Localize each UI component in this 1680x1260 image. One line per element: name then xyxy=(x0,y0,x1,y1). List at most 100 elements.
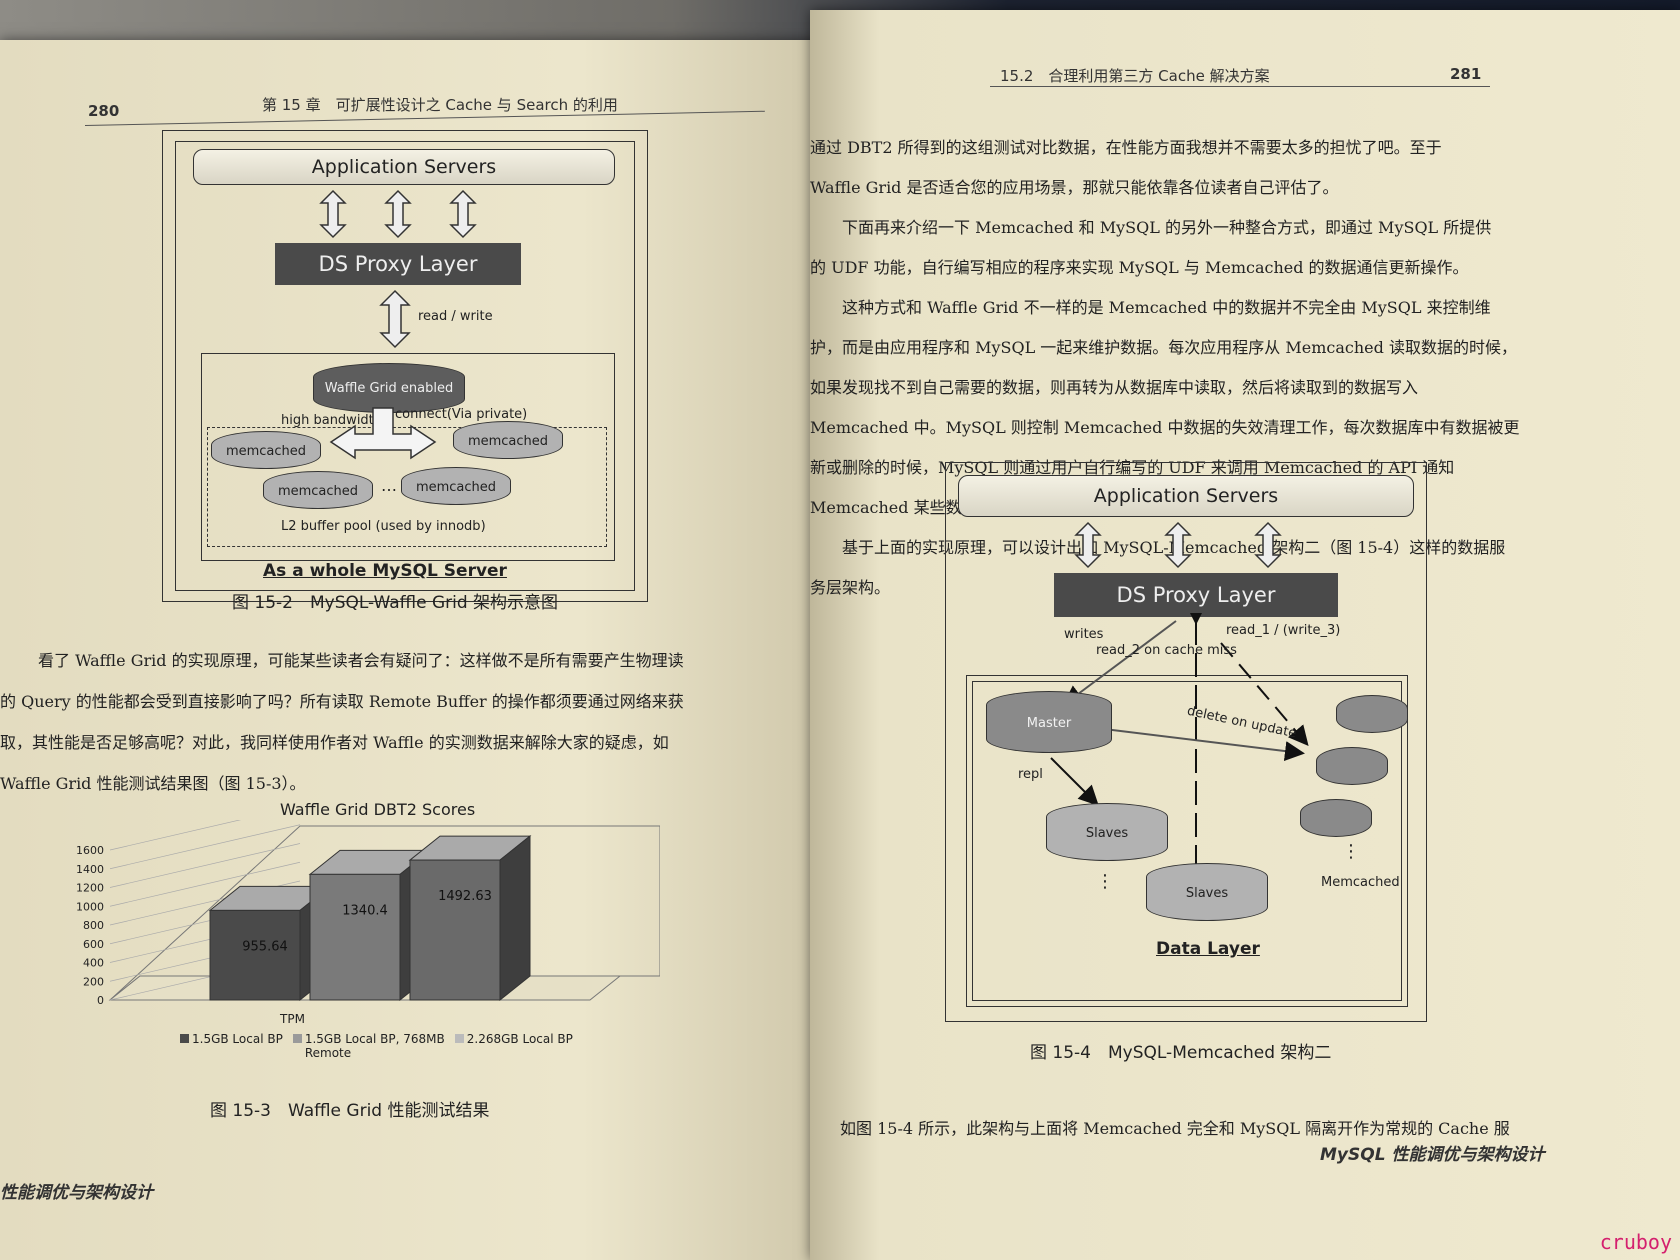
chart-data-label: 1492.63 xyxy=(438,889,492,904)
right-paragraph-line-2: Waffle Grid 是否适合您的应用场景，那就只能依靠各位读者自己评估了。 xyxy=(810,178,1339,197)
legend-swatch-2 xyxy=(292,1034,302,1043)
legend-text-3: 2.268GB Local BP xyxy=(466,1032,573,1046)
chart-ytick-label: 200 xyxy=(83,975,104,988)
legend-text-2b: Remote xyxy=(304,1046,352,1060)
memcached-node-b xyxy=(1316,747,1388,785)
memcached-node-2: memcached xyxy=(453,421,563,459)
chart-ytick-label: 800 xyxy=(83,919,104,932)
chart-ytick-label: 1200 xyxy=(76,882,104,895)
network-arrow-icon xyxy=(329,407,437,460)
l2-pool-label: L2 buffer pool (used by innodb) xyxy=(281,519,486,534)
chart-ytick-label: 1600 xyxy=(76,844,104,857)
proxy-layer-box: DS Proxy Layer xyxy=(275,243,521,285)
chart-bar-side xyxy=(499,835,531,1002)
legend-text-1: 1.5GB Local BP xyxy=(192,1032,283,1046)
read-write-label: read / write xyxy=(418,309,493,324)
legend-item-3: 2.268GB Local BP xyxy=(454,1032,573,1060)
app-servers-box: Application Servers xyxy=(193,149,615,185)
high-bandwidth-label: high bandwidth xyxy=(281,413,383,428)
master-db: Master xyxy=(986,691,1112,753)
figure-15-2: Application Servers DS Proxy Layer read … xyxy=(162,130,648,602)
writes-label: writes xyxy=(1064,627,1104,642)
right-paragraph-line-4: 的 UDF 功能，自行编写相应的程序来实现 MySQL 与 Memcached … xyxy=(810,258,1469,277)
left-footer: 性能调优与架构设计 xyxy=(0,1183,153,1203)
read-1-label: read_1 / (write_3) xyxy=(1226,623,1341,638)
data-layer-frame-inner xyxy=(972,681,1402,1001)
data-layer-frame xyxy=(966,675,1408,1007)
figure-15-4-caption: 图 15-4 MySQL-Memcached 架构二 xyxy=(1030,1043,1332,1063)
right-paragraph-line-12: 务层架构。 xyxy=(810,578,891,597)
left-paragraph: 看了 Waffle Grid 的实现原理，可能某些读者会有疑问了：这样做不是所有… xyxy=(0,640,770,804)
left-page: 280 第 15 章 可扩展性设计之 Cache 与 Search 的利用 Ap… xyxy=(0,40,830,1260)
right-page-number: 281 xyxy=(1450,65,1482,83)
figure-15-4: Application Servers DS Proxy Layer write… xyxy=(945,462,1427,1022)
right-footer: MySQL 性能调优与架构设计 xyxy=(1320,1145,1545,1165)
right-paragraph-line-3: 下面再来介绍一下 Memcached 和 MySQL 的另外一种整合方式，即通过… xyxy=(842,218,1492,237)
legend-item-1: 1.5GB Local BP xyxy=(180,1032,283,1060)
proxy-layer-box-2: DS Proxy Layer xyxy=(1054,573,1338,617)
l2-buffer-pool-frame xyxy=(207,427,607,547)
chart-gridline xyxy=(109,824,301,870)
right-paragraph-line-7: 如果发现找不到自己需要的数据，则再转为从数据库中读取，然后将读取到的数据写入 xyxy=(810,378,1419,397)
left-paragraph-line-1: 看了 Waffle Grid 的实现原理，可能某些读者会有疑问了：这样做不是所有… xyxy=(38,651,684,670)
memcached-node-c xyxy=(1300,799,1372,837)
memcached-dots: ⋮ xyxy=(1342,841,1360,862)
left-paragraph-line-2: 的 Query 的性能都会受到直接影响了吗？所有读取 Remote Buffer… xyxy=(0,692,684,711)
waffle-grid-db: Waffle Grid enabled xyxy=(313,363,465,413)
chart-ytick-label: 600 xyxy=(83,938,104,951)
updown-arrows-icon xyxy=(319,189,477,239)
legend-text-2: 1.5GB Local BP, 768MB xyxy=(304,1032,445,1046)
chart-bar xyxy=(209,909,301,1001)
chart-ytick-label: 0 xyxy=(97,994,104,1007)
chart-data-label: 1340.4 xyxy=(342,903,388,918)
chart-gridline xyxy=(109,843,301,888)
chart-title: Waffle Grid DBT2 Scores xyxy=(280,800,476,819)
slaves-db-2: Slaves xyxy=(1146,863,1268,921)
data-flow-arrows-icon xyxy=(1050,613,1309,913)
app-servers-box-2: Application Servers xyxy=(958,475,1414,517)
whole-server-label: As a whole MySQL Server xyxy=(263,561,507,581)
left-page-number: 280 xyxy=(88,102,120,120)
memcached-node-1: memcached xyxy=(211,431,321,469)
left-paragraph-line-3: 取，其性能是否足够高呢？对此，我同样使用作者对 Waffle 的实测数据来解除大… xyxy=(0,733,669,752)
legend-swatch-1 xyxy=(180,1034,189,1043)
right-section-header: 15.2 合理利用第三方 Cache 解决方案 xyxy=(1000,67,1270,85)
figure-15-2-caption: 图 15-2 MySQL-Waffle Grid 架构示意图 xyxy=(232,593,559,613)
chart-bar xyxy=(309,873,401,1001)
right-page: 15.2 合理利用第三方 Cache 解决方案 281 通过 DBT2 所得到的… xyxy=(810,10,1680,1260)
mysql-server-frame xyxy=(201,353,615,561)
chart-data-label: 955.64 xyxy=(242,939,288,954)
legend-swatch-3 xyxy=(454,1034,464,1043)
memcached-node-4: memcached xyxy=(401,467,511,505)
memcached-label: Memcached xyxy=(1321,875,1400,890)
slaves-dots: ⋮ xyxy=(1096,871,1114,892)
right-paragraph-line-1: 通过 DBT2 所得到的这组测试对比数据，在性能方面我想并不需要太多的担忧了吧。… xyxy=(810,138,1442,157)
ellipsis-label: … xyxy=(381,476,397,495)
repl-label: repl xyxy=(1018,767,1043,782)
right-paragraph-line-5: 这种方式和 Waffle Grid 不一样的是 Memcached 中的数据并不… xyxy=(842,298,1491,317)
left-running-header: 第 15 章 可扩展性设计之 Cache 与 Search 的利用 xyxy=(262,96,618,114)
memcached-node-3: memcached xyxy=(263,471,373,509)
figure-15-3-caption: 图 15-3 Waffle Grid 性能测试结果 xyxy=(210,1101,490,1121)
figure-15-2-inner-frame xyxy=(175,141,635,591)
slaves-db-1: Slaves xyxy=(1046,803,1168,861)
chart-ytick-label: 1000 xyxy=(76,900,104,913)
right-paragraph-line-8: Memcached 中。MySQL 则控制 Memcached 中数据的失效清理… xyxy=(810,418,1520,437)
connect-private-label: connect(Via private) xyxy=(395,407,528,422)
read-write-arrow-icon xyxy=(379,289,411,349)
chart-plot: 16001400120010008006004002000955.641340.… xyxy=(76,820,660,1007)
chart-ytick-label: 400 xyxy=(83,957,104,970)
chart-gridline xyxy=(109,861,301,907)
chart-gridline xyxy=(109,820,242,851)
right-header-rule xyxy=(990,86,1490,87)
updown-arrows-2-icon xyxy=(1074,521,1282,569)
right-paragraph-line-6: 护，而是由应用程序和 MySQL 一起来维护数据。每次应用程序从 Memcach… xyxy=(810,338,1517,357)
memcached-node-a xyxy=(1336,695,1408,733)
right-paragraph: 通过 DBT2 所得到的这组测试对比数据，在性能方面我想并不需要太多的担忧了吧。… xyxy=(810,128,1530,608)
chart-bar xyxy=(409,859,501,1001)
left-paragraph-line-4: Waffle Grid 性能测试结果图（图 15-3）。 xyxy=(0,774,306,793)
right-last-line: 如图 15-4 所示，此架构与上面将 Memcached 完全和 MySQL 隔… xyxy=(840,1119,1510,1138)
